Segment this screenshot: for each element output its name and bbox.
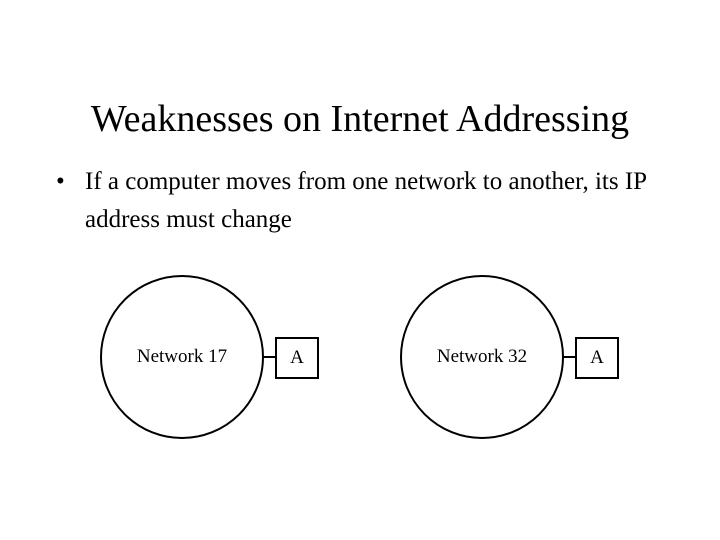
network-circle-icon	[100, 275, 264, 439]
network-group-32: Network 32 A	[400, 275, 620, 440]
network-label: Network 32	[436, 346, 528, 367]
host-label: A	[590, 347, 604, 368]
bullet-list: • If a computer moves from one network t…	[50, 163, 670, 239]
host-label: A	[290, 347, 304, 368]
page-title: Weaknesses on Internet Addressing	[90, 98, 630, 141]
network-group-17: Network 17 A	[100, 275, 320, 440]
network-label: Network 17	[136, 346, 228, 367]
network-host-connector-line	[263, 356, 276, 358]
bullet-text: If a computer moves from one network to …	[85, 168, 647, 233]
host-box: A	[575, 337, 619, 379]
list-item: • If a computer moves from one network t…	[50, 163, 670, 239]
network-host-connector-line	[563, 356, 576, 358]
host-box: A	[275, 337, 319, 379]
bullet-dot-icon: •	[56, 168, 65, 195]
